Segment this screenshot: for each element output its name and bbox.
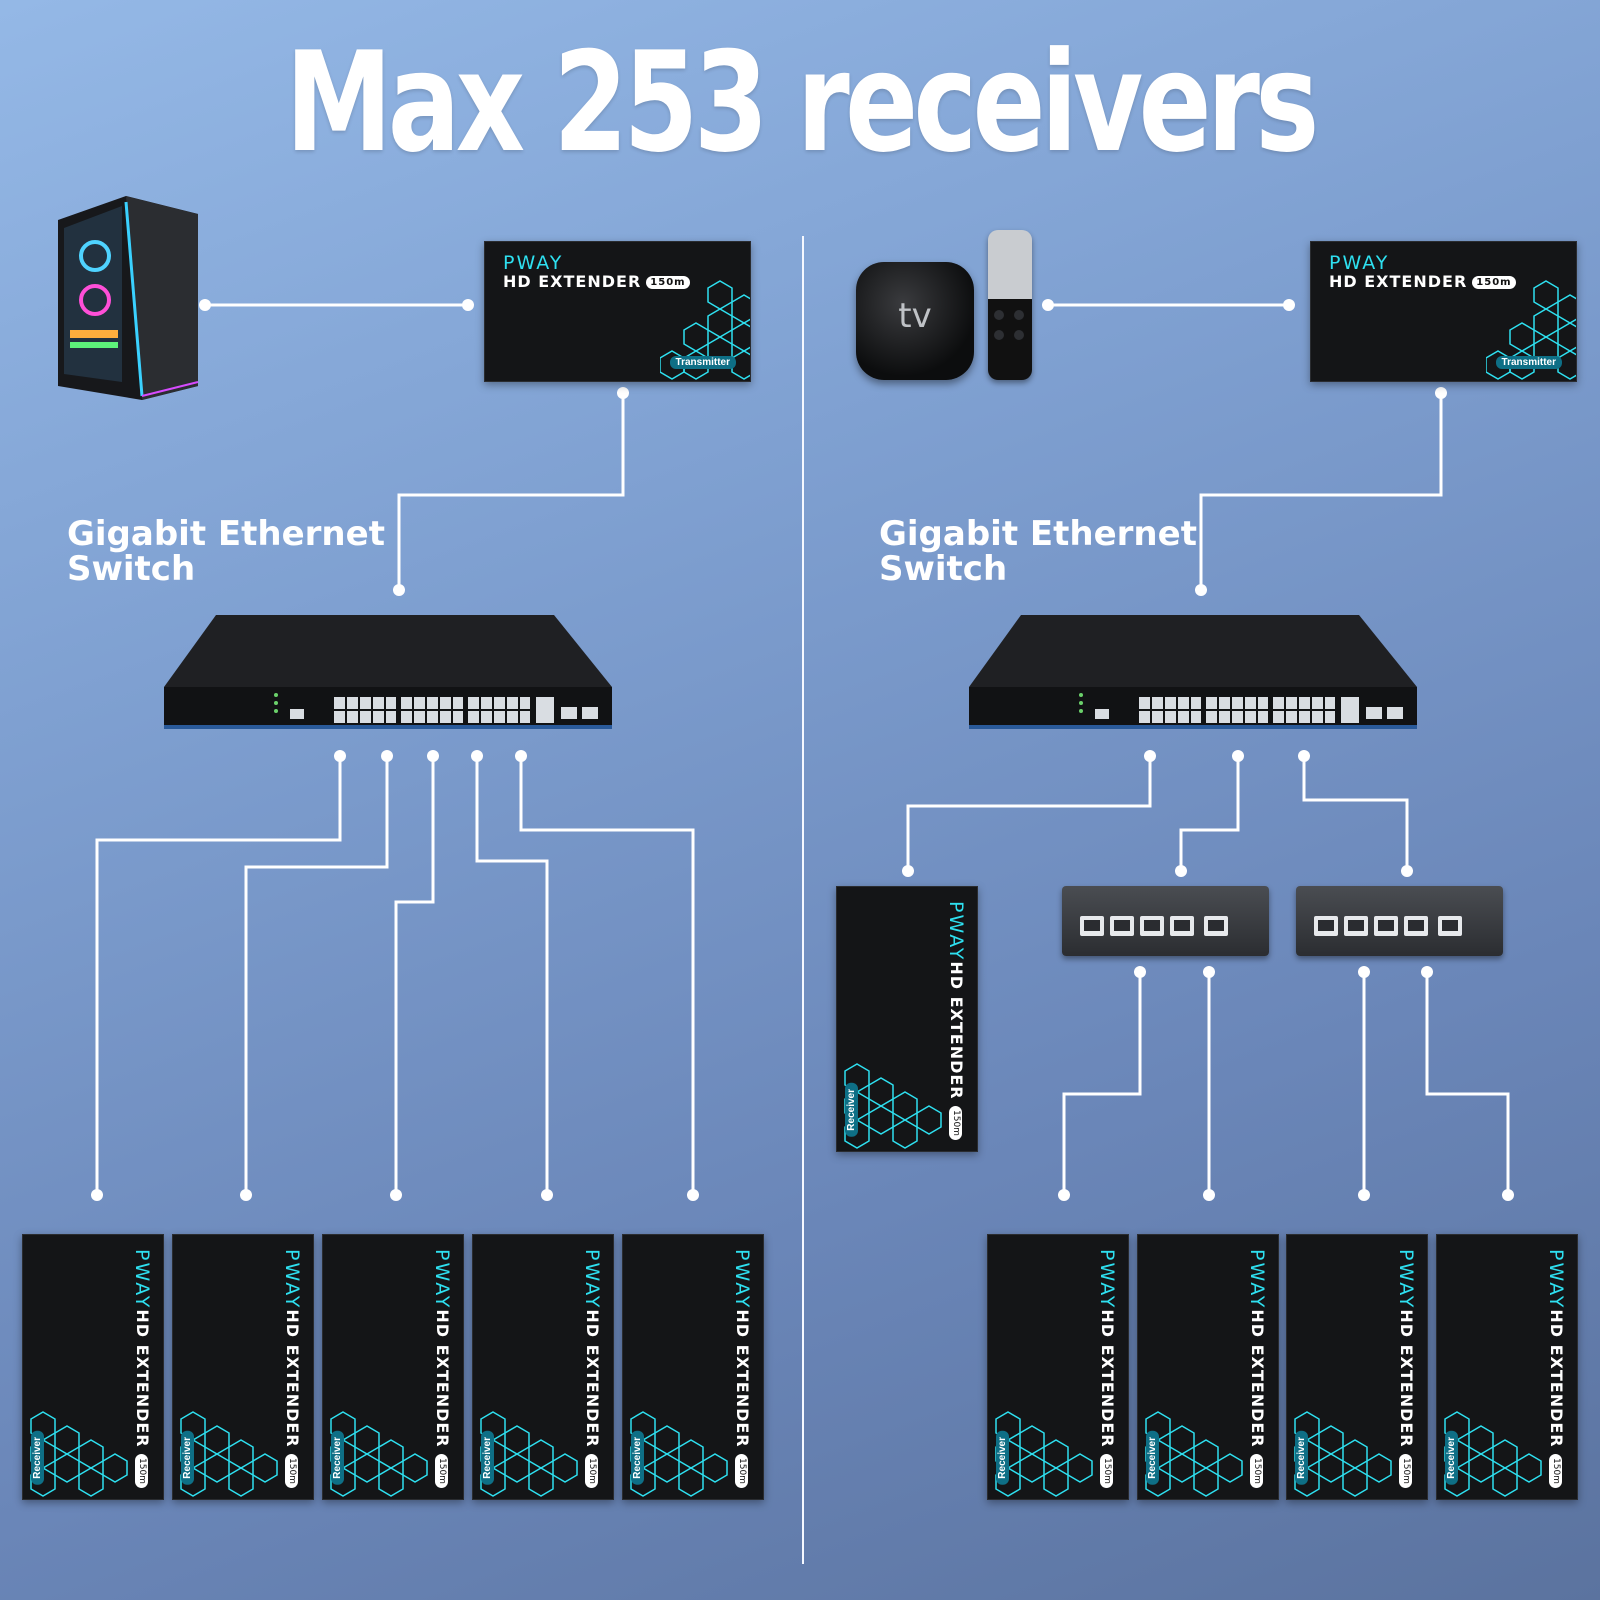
brand-logo: PWAY bbox=[431, 1249, 453, 1310]
port bbox=[1314, 916, 1338, 936]
receiver-1: PWAYHD EXTENDER 150m Receiver bbox=[22, 1234, 164, 1500]
remote-control-icon bbox=[988, 230, 1032, 380]
range-badge: 150m bbox=[285, 1453, 298, 1488]
device-name-text: HD EXTENDER bbox=[283, 1309, 302, 1448]
page-title: Max 253 receivers bbox=[285, 22, 1319, 183]
device-name-text: HD EXTENDER bbox=[133, 1309, 152, 1448]
mini-switch-2 bbox=[1296, 886, 1503, 956]
device-name: HD EXTENDER 150m bbox=[503, 272, 690, 291]
brand-logo: PWAY bbox=[581, 1249, 603, 1310]
brand-logo: PWAY bbox=[945, 901, 967, 962]
device-name-text: HD EXTENDER bbox=[433, 1309, 452, 1448]
left-switch-label-line2: Switch bbox=[67, 549, 196, 589]
left-switch-label-line1: Gigabit Ethernet bbox=[67, 514, 385, 554]
range-badge: 150m bbox=[1472, 276, 1516, 289]
port bbox=[1080, 916, 1104, 936]
receiver-9: PWAYHD EXTENDER 150m Receiver bbox=[1286, 1234, 1428, 1500]
device-name-text: HD EXTENDER bbox=[583, 1309, 602, 1448]
transmitter-tag: Transmitter bbox=[1495, 356, 1562, 369]
device-name-text: HD EXTENDER bbox=[733, 1309, 752, 1448]
brand-logo: PWAY bbox=[731, 1249, 753, 1310]
range-badge: 150m bbox=[1549, 1453, 1562, 1488]
range-badge: 150m bbox=[435, 1453, 448, 1488]
brand-logo: PWAY bbox=[1395, 1249, 1417, 1310]
brand-logo: PWAY bbox=[503, 252, 564, 274]
receiver-tag: Receiver bbox=[996, 1431, 1009, 1485]
receiver-4: PWAYHD EXTENDER 150m Receiver bbox=[472, 1234, 614, 1500]
receiver-10: PWAYHD EXTENDER 150m Receiver bbox=[1436, 1234, 1578, 1500]
receiver-label: PWAYHD EXTENDER 150m bbox=[131, 1249, 153, 1488]
port bbox=[1110, 916, 1134, 936]
port bbox=[1344, 916, 1368, 936]
port bbox=[1404, 916, 1428, 936]
gaming-pc-icon bbox=[58, 196, 199, 400]
receiver-8: PWAYHD EXTENDER 150m Receiver bbox=[1137, 1234, 1279, 1500]
range-badge: 150m bbox=[949, 1105, 962, 1140]
left-switch-label: Gigabit Ethernet Switch bbox=[67, 517, 385, 587]
receiver-label: PWAYHD EXTENDER 150m bbox=[1395, 1249, 1417, 1488]
brand-logo: PWAY bbox=[1545, 1249, 1567, 1310]
right-switch-label: Gigabit Ethernet Switch bbox=[879, 517, 1197, 587]
apple-tv-label: tv bbox=[898, 296, 932, 336]
range-badge: 150m bbox=[1399, 1453, 1412, 1488]
right-switch-label-line2: Switch bbox=[879, 549, 1008, 589]
brand-logo: PWAY bbox=[131, 1249, 153, 1310]
brand-logo: PWAY bbox=[1246, 1249, 1268, 1310]
device-name-text: HD EXTENDER bbox=[503, 272, 642, 291]
receiver-label: PWAYHD EXTENDER 150m bbox=[1545, 1249, 1567, 1488]
receiver-label: PWAYHD EXTENDER 150m bbox=[281, 1249, 303, 1488]
receiver-label: PWAYHD EXTENDER 150m bbox=[945, 901, 967, 1140]
device-name-text: HD EXTENDER bbox=[1248, 1309, 1267, 1448]
port bbox=[1170, 916, 1194, 936]
center-divider bbox=[802, 236, 804, 1564]
receiver-label: PWAYHD EXTENDER 150m bbox=[1096, 1249, 1118, 1488]
port bbox=[1140, 916, 1164, 936]
receiver-tag: Receiver bbox=[481, 1431, 494, 1485]
brand-logo: PWAY bbox=[281, 1249, 303, 1310]
receiver-7: PWAYHD EXTENDER 150m Receiver bbox=[987, 1234, 1129, 1500]
receiver-label: PWAYHD EXTENDER 150m bbox=[581, 1249, 603, 1488]
receiver-2: PWAYHD EXTENDER 150m Receiver bbox=[172, 1234, 314, 1500]
receiver-tag: Receiver bbox=[331, 1431, 344, 1485]
range-badge: 150m bbox=[646, 276, 690, 289]
device-name: HD EXTENDER 150m bbox=[1329, 272, 1516, 291]
gigabit-switch-left bbox=[164, 615, 612, 729]
receiver-tag: Receiver bbox=[181, 1431, 194, 1485]
receiver-label: PWAYHD EXTENDER 150m bbox=[731, 1249, 753, 1488]
receiver-tag: Receiver bbox=[631, 1431, 644, 1485]
receiver-6: PWAYHD EXTENDER 150m Receiver bbox=[836, 886, 978, 1152]
apple-tv-icon: tv bbox=[856, 262, 974, 380]
range-badge: 150m bbox=[735, 1453, 748, 1488]
transmitter-left: PWAY HD EXTENDER 150m Transmitter bbox=[484, 241, 751, 382]
receiver-label: PWAYHD EXTENDER 150m bbox=[431, 1249, 453, 1488]
receiver-tag: Receiver bbox=[1445, 1431, 1458, 1485]
receiver-5: PWAYHD EXTENDER 150m Receiver bbox=[622, 1234, 764, 1500]
receiver-tag: Receiver bbox=[1295, 1431, 1308, 1485]
gigabit-switch-right bbox=[969, 615, 1417, 729]
mini-switch-1 bbox=[1062, 886, 1269, 956]
transmitter-right: PWAY HD EXTENDER 150m Transmitter bbox=[1310, 241, 1577, 382]
range-badge: 150m bbox=[585, 1453, 598, 1488]
device-name-text: HD EXTENDER bbox=[947, 961, 966, 1100]
port bbox=[1374, 916, 1398, 936]
receiver-tag: Receiver bbox=[1146, 1431, 1159, 1485]
receiver-label: PWAYHD EXTENDER 150m bbox=[1246, 1249, 1268, 1488]
transmitter-tag: Transmitter bbox=[669, 356, 736, 369]
range-badge: 150m bbox=[1100, 1453, 1113, 1488]
port bbox=[1204, 916, 1228, 936]
device-name-text: HD EXTENDER bbox=[1329, 272, 1468, 291]
brand-logo: PWAY bbox=[1096, 1249, 1118, 1310]
device-name-text: HD EXTENDER bbox=[1397, 1309, 1416, 1448]
device-name-text: HD EXTENDER bbox=[1098, 1309, 1117, 1448]
device-name-text: HD EXTENDER bbox=[1547, 1309, 1566, 1448]
receiver-3: PWAYHD EXTENDER 150m Receiver bbox=[322, 1234, 464, 1500]
port bbox=[1438, 916, 1462, 936]
range-badge: 150m bbox=[1250, 1453, 1263, 1488]
receiver-tag: Receiver bbox=[31, 1431, 44, 1485]
right-switch-label-line1: Gigabit Ethernet bbox=[879, 514, 1197, 554]
brand-logo: PWAY bbox=[1329, 252, 1390, 274]
receiver-tag: Receiver bbox=[845, 1083, 858, 1137]
range-badge: 150m bbox=[135, 1453, 148, 1488]
